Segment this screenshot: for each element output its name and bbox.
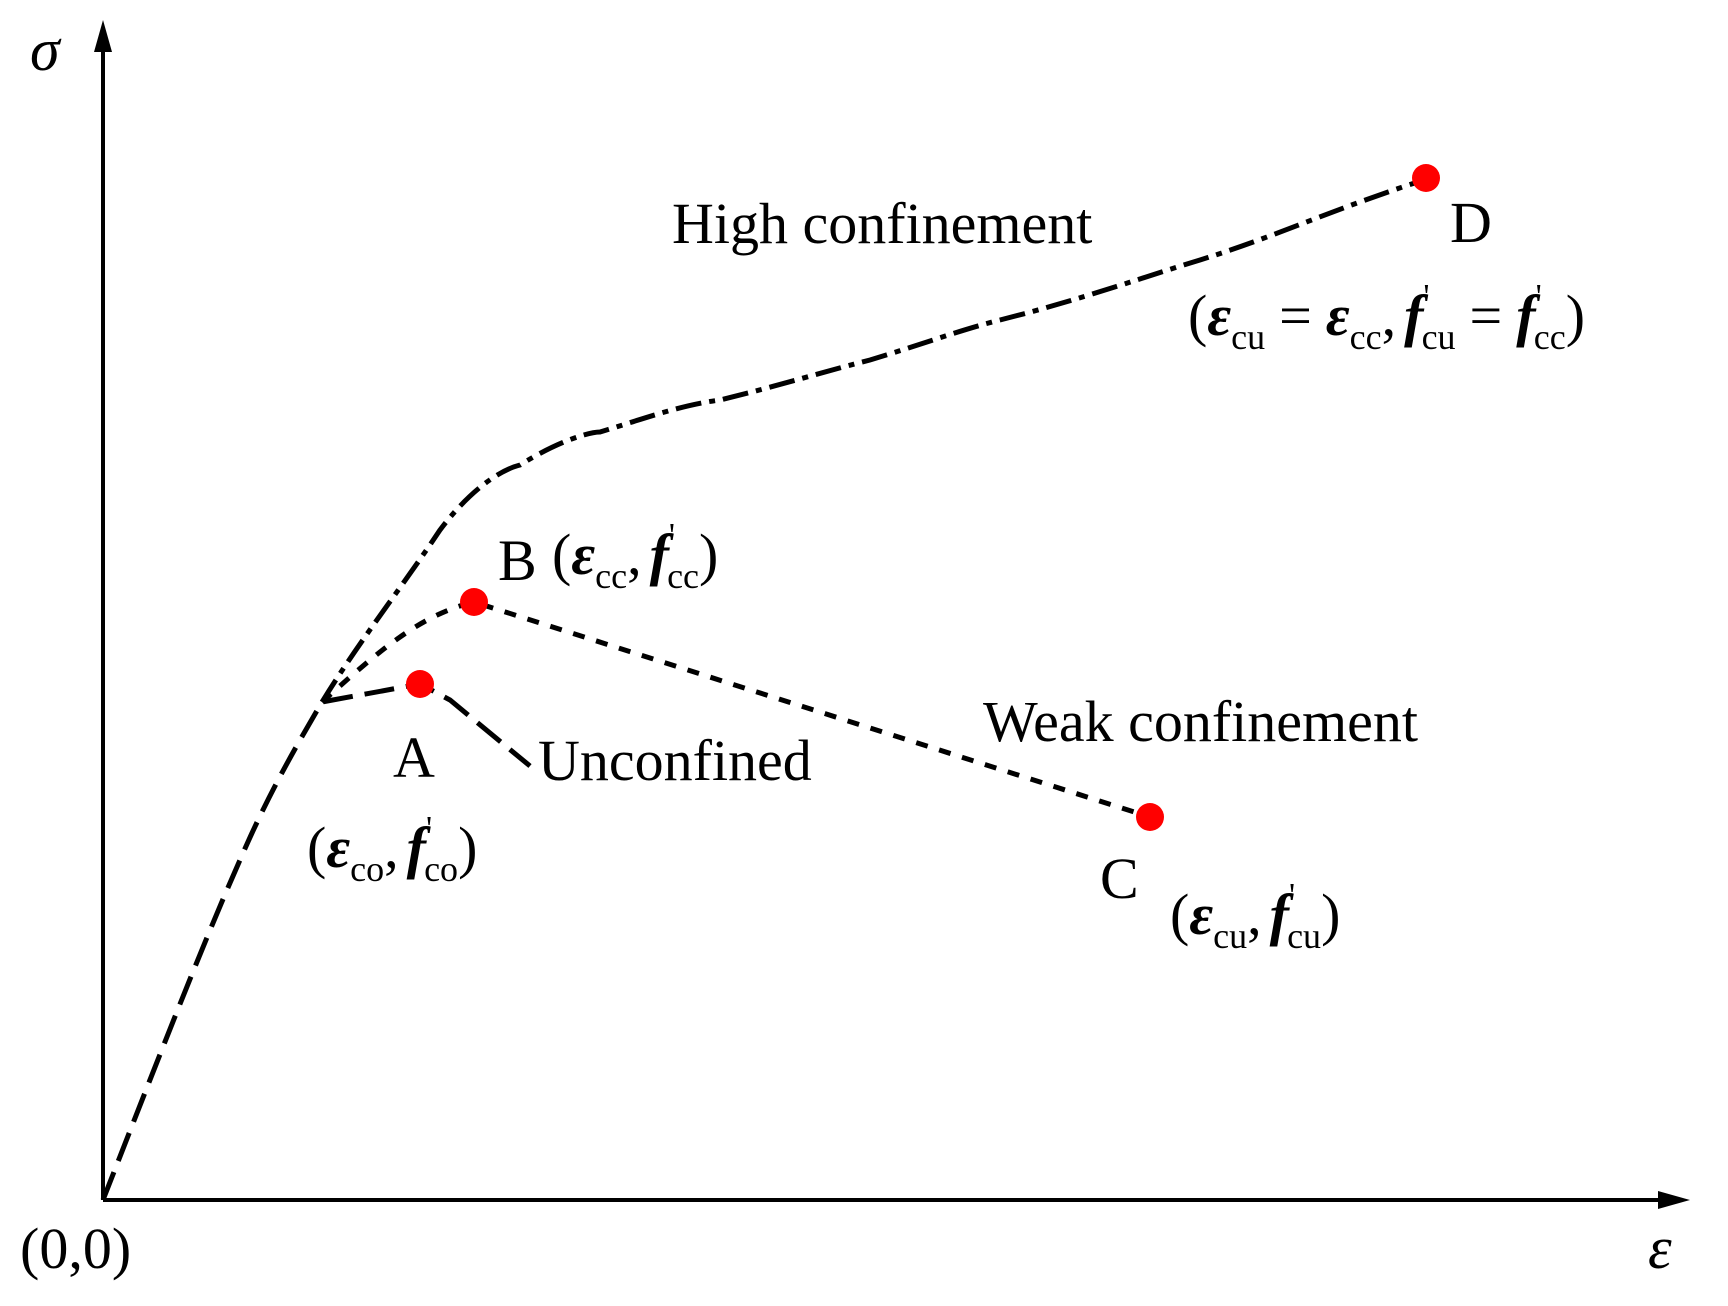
unconfined-curve <box>100 681 532 1201</box>
unconfined-label: Unconfined <box>538 728 812 793</box>
point-b-label: B <box>498 528 537 593</box>
point-a-label: A <box>393 725 435 790</box>
point-c-marker <box>1136 803 1164 831</box>
y-axis-symbol: σ <box>30 17 62 83</box>
point-a-coordinates: (εco,f'co) <box>307 810 477 889</box>
point-b-marker <box>460 588 488 616</box>
point-d-coordinates: (εcu=εcc,f'cu=f'cc) <box>1188 278 1585 357</box>
svg-text:(εcu=εcc,f'cu=f'cc): (εcu=εcc,f'cu=f'cc) <box>1188 278 1585 357</box>
high-confinement-curve <box>319 175 1431 704</box>
high-confinement-label: High confinement <box>672 191 1092 256</box>
point-a-marker <box>406 670 434 698</box>
point-d-label: D <box>1450 190 1492 255</box>
point-d-marker <box>1412 164 1440 192</box>
svg-text:(εco,f'co): (εco,f'co) <box>307 810 477 889</box>
weak-confinement-label: Weak confinement <box>983 689 1418 754</box>
y-axis-arrowhead <box>94 20 112 52</box>
x-axis-arrowhead <box>1658 1191 1690 1209</box>
svg-text:(εcc,f'cc): (εcc,f'cc) <box>552 517 718 596</box>
origin-label: (0,0) <box>20 1216 131 1281</box>
point-c-label: C <box>1100 846 1139 911</box>
point-c-coordinates: (εcu,f'cu) <box>1170 877 1340 956</box>
svg-text:(εcu,f'cu): (εcu,f'cu) <box>1170 877 1340 956</box>
x-axis-symbol: ε <box>1648 1215 1672 1281</box>
point-b-coordinates: (εcc,f'cc) <box>552 517 718 596</box>
